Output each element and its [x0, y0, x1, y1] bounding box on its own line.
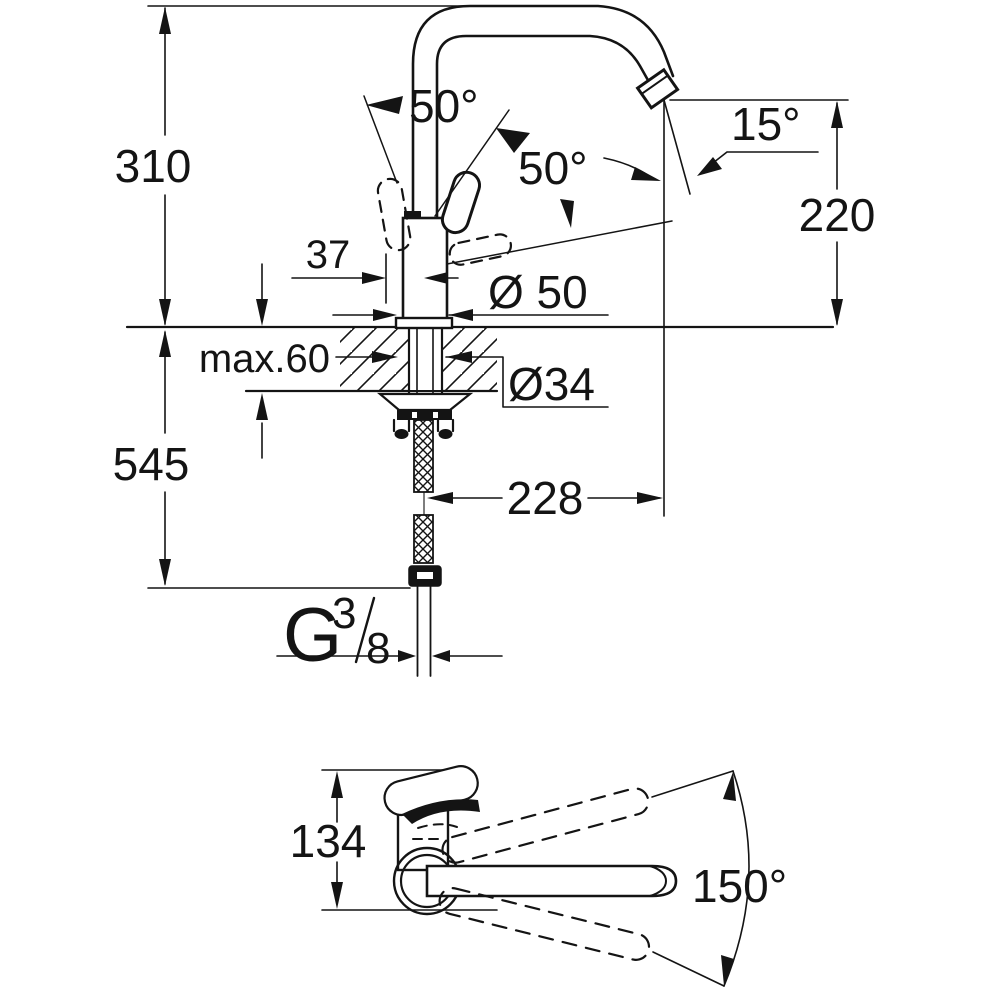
- dim-angle50-left-label: 50°: [409, 80, 479, 132]
- spout-ghost-up: [441, 787, 650, 864]
- lever-dashed-detail: [417, 823, 458, 829]
- mounting-bracket: [397, 410, 452, 420]
- dim-dia50-label: Ø 50: [488, 266, 588, 318]
- dim-angle15: 15°: [603, 98, 819, 181]
- dim-dia50: Ø 50: [332, 266, 609, 321]
- dim-angle50-right: 50°: [518, 142, 588, 228]
- cone-washer: [376, 392, 474, 412]
- thread-numerator: 3: [332, 589, 356, 638]
- dim-thread: G 3 8: [276, 589, 503, 678]
- supply-hose: [408, 419, 442, 677]
- angle15-arrow-left: [631, 167, 661, 181]
- spout-ghost-down: [438, 887, 651, 961]
- swivel-line-down: [652, 951, 725, 987]
- handle-left-ghost: [376, 177, 412, 252]
- thread-slash: [354, 596, 376, 664]
- spout-outer-outline: [411, 4, 675, 220]
- dim-angle50-right-label: 50°: [518, 142, 588, 194]
- dim-angle50-left: 50°: [366, 80, 530, 153]
- faucet-top-view: [383, 765, 678, 961]
- handle-up-position: [440, 170, 482, 235]
- bracket-legs: [392, 418, 455, 433]
- dim-dia34: Ø34: [335, 351, 609, 410]
- swivel-line-up: [651, 770, 734, 798]
- dim-37-label: 37: [306, 233, 351, 277]
- base-flange: [394, 316, 454, 330]
- hose-nut-slot: [417, 572, 433, 579]
- front-view: 310 545 220 37 Ø 50: [113, 4, 876, 678]
- counter-section: [340, 328, 497, 390]
- dim-angle150-label: 150°: [692, 860, 787, 912]
- hose-lower: [413, 514, 434, 564]
- dim-134: 134: [290, 771, 367, 909]
- bolt-right: [438, 429, 453, 439]
- angle15-arrow-right: [697, 157, 722, 176]
- hose-upper: [413, 419, 434, 493]
- dim-max60-label: max.60: [199, 337, 330, 381]
- angle15-leader: [703, 151, 819, 171]
- spout-inner-outline: [435, 34, 651, 220]
- outlet-angle-line: [663, 99, 691, 195]
- mounting-hardware: [376, 392, 474, 439]
- thread-letter: G: [283, 593, 342, 678]
- swivel-arrow-down: [721, 955, 734, 986]
- spout-top-view: [425, 864, 678, 898]
- dim-228-label: 228: [507, 472, 584, 524]
- swivel-arrow-up: [723, 772, 736, 801]
- handle-up-axis-line: [434, 109, 510, 217]
- dim-228: 228: [427, 472, 663, 524]
- dim-220-label: 220: [799, 189, 876, 241]
- dim-max60: max.60: [199, 263, 330, 459]
- angle50-left-arrow: [366, 96, 403, 114]
- riser-clamp: [404, 211, 421, 219]
- handle-left-axis-line: [363, 95, 398, 184]
- dim-37: 37: [291, 233, 459, 284]
- aerator-band: [640, 74, 669, 95]
- dim-angle15-label: 15°: [731, 98, 801, 150]
- shank-clearance: [408, 328, 443, 390]
- reference-lines: [125, 5, 849, 589]
- bracket-slot-right: [433, 412, 438, 418]
- dim-545-label: 545: [113, 438, 190, 490]
- dim-310-label: 310: [115, 140, 192, 192]
- aerator-body: [635, 67, 680, 110]
- dim-545: 545: [113, 330, 190, 586]
- dim-134-label: 134: [290, 815, 367, 867]
- shank-outer: [407, 326, 444, 396]
- bracket-slot-left: [412, 412, 417, 418]
- handle-positions: [363, 95, 673, 266]
- dim-310: 310: [115, 7, 192, 326]
- dim-angle150: 150°: [651, 770, 787, 987]
- handle-open-axis-line: [446, 220, 673, 265]
- bolt-left: [394, 429, 409, 439]
- dim-220: 220: [799, 101, 876, 326]
- spout-cap-line: [649, 865, 668, 897]
- dim-dia34-label: Ø34: [508, 358, 595, 410]
- angle50-right-arrow: [560, 199, 574, 228]
- thread-denominator: 8: [366, 624, 390, 673]
- aerator-tip: [635, 67, 680, 110]
- angle50-left-arrow2: [496, 128, 530, 153]
- connection-pipe: [416, 585, 432, 677]
- top-view: 134: [290, 765, 787, 987]
- handle-open-ghost: [448, 233, 512, 266]
- lever-edge-dark: [402, 799, 480, 824]
